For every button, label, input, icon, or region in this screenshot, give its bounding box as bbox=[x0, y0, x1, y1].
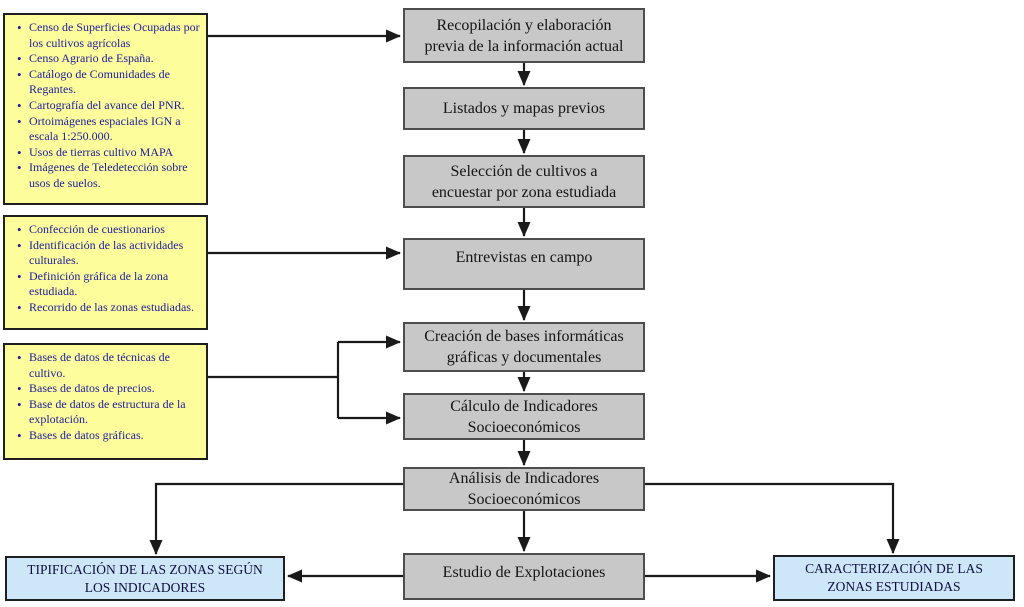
result-label: TIPIFICACIÓN DE LAS ZONAS SEGÚN LOS INDI… bbox=[27, 561, 263, 595]
process-box-recopilacion: Recopilación y elaboración previa de la … bbox=[403, 8, 645, 63]
source-list: Confección de cuestionariosIdentificació… bbox=[9, 222, 202, 316]
source-list-box-2: Confección de cuestionariosIdentificació… bbox=[3, 215, 208, 330]
source-item: Identificación de las actividades cultur… bbox=[17, 238, 202, 269]
flow-arrow bbox=[645, 482, 900, 554]
source-list-box-1: Censo de Superficies Ocupadas por los cu… bbox=[3, 13, 208, 205]
source-item: Bases de datos gráficas. bbox=[17, 428, 202, 444]
source-item: Confección de cuestionarios bbox=[17, 222, 202, 238]
flow-arrow bbox=[149, 482, 403, 555]
process-label: Selección de cultivos a encuestar por zo… bbox=[431, 162, 617, 201]
source-item: Base de datos de estructura de la explot… bbox=[17, 397, 202, 428]
process-box-entrevistas: Entrevistas en campo bbox=[403, 238, 645, 290]
source-item: Imágenes de Teledetección sobre usos de … bbox=[17, 160, 202, 191]
source-item: Definición gráfica de la zona estudiada. bbox=[17, 269, 202, 300]
source-item: Bases de datos de precios. bbox=[17, 381, 202, 397]
process-box-analisis-indicadores: Análisis de Indicadores Socioeconómicos bbox=[403, 467, 645, 511]
source-item: Cartografía del avance del PNR. bbox=[17, 98, 202, 114]
process-label: Recopilación y elaboración previa de la … bbox=[424, 16, 624, 55]
source-item: Censo de Superficies Ocupadas por los cu… bbox=[17, 20, 202, 51]
source-list: Censo de Superficies Ocupadas por los cu… bbox=[9, 20, 202, 192]
process-box-estudio-explotaciones: Estudio de Explotaciones bbox=[403, 553, 645, 600]
source-item: Usos de tierras cultivo MAPA bbox=[17, 145, 202, 161]
process-label: Entrevistas en campo bbox=[455, 249, 593, 266]
result-box-caracterizacion: CARACTERIZACIÓN DE LAS ZONAS ESTUDIADAS bbox=[773, 555, 1015, 601]
result-box-tipificacion: TIPIFICACIÓN DE LAS ZONAS SEGÚN LOS INDI… bbox=[5, 556, 285, 601]
process-label: Estudio de Explotaciones bbox=[442, 564, 606, 581]
result-label: CARACTERIZACIÓN DE LAS ZONAS ESTUDIADAS bbox=[805, 561, 983, 594]
source-item: Ortoimágenes espaciales IGN a escala 1:2… bbox=[17, 114, 202, 145]
source-item: Recorrido de las zonas estudiadas. bbox=[17, 300, 202, 316]
process-label: Creación de bases informáticas gráficas … bbox=[424, 328, 624, 366]
process-label: Listados y mapas previos bbox=[442, 100, 606, 117]
source-list: Bases de datos de técnicas de cultivo.Ba… bbox=[9, 350, 202, 444]
process-box-listados: Listados y mapas previos bbox=[403, 87, 645, 130]
process-box-creacion-bases: Creación de bases informáticas gráficas … bbox=[403, 322, 645, 372]
process-label: Cálculo de Indicadores Socioeconómicos bbox=[450, 397, 598, 436]
source-item: Catálogo de Comunidades de Regantes. bbox=[17, 67, 202, 98]
source-list-box-3: Bases de datos de técnicas de cultivo.Ba… bbox=[3, 343, 208, 460]
process-box-calculo-indicadores: Cálculo de Indicadores Socioeconómicos bbox=[403, 393, 645, 440]
process-label: Análisis de Indicadores Socioeconómicos bbox=[448, 470, 600, 508]
process-box-seleccion: Selección de cultivos a encuestar por zo… bbox=[403, 155, 645, 208]
source-item: Bases de datos de técnicas de cultivo. bbox=[17, 350, 202, 381]
source-item: Censo Agrario de España. bbox=[17, 51, 202, 67]
